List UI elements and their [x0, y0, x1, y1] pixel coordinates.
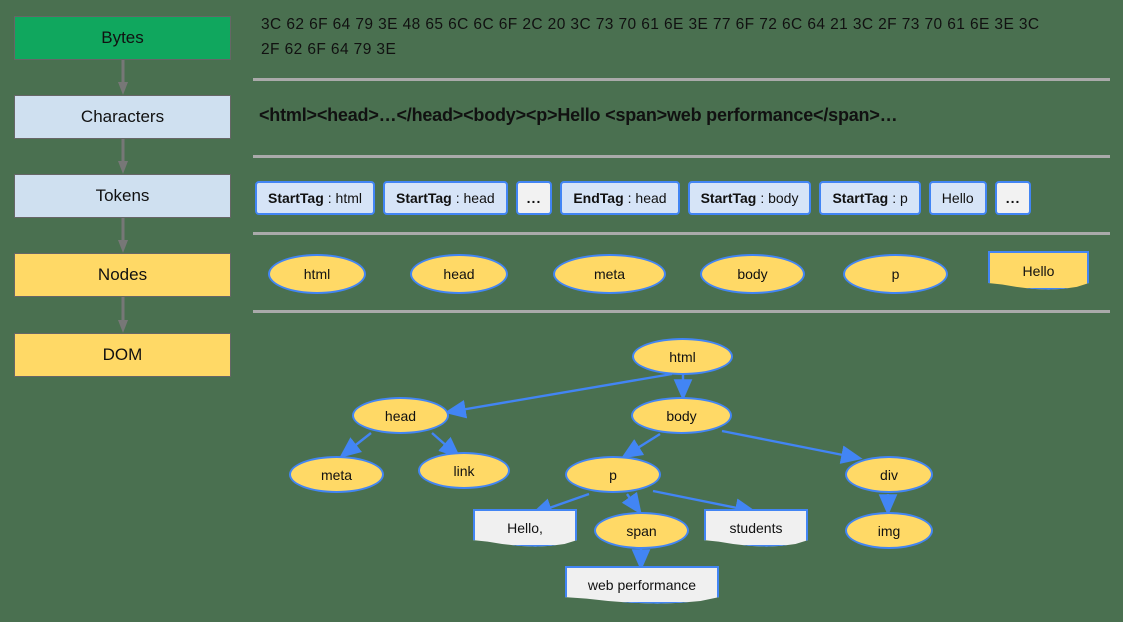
separator-after-characters [253, 155, 1110, 158]
token-kind: EndTag [573, 190, 624, 206]
pipeline-step-label: Nodes [97, 265, 148, 284]
token-kind: StartTag [700, 190, 757, 206]
dom-node-img: img [845, 512, 933, 549]
token-name: : head [455, 190, 495, 206]
edge-html-head [444, 372, 673, 419]
dom-node-body: body [631, 397, 732, 434]
separator-after-bytes [253, 78, 1110, 81]
token-name: : p [892, 190, 908, 206]
node-meta: meta [553, 254, 666, 294]
token-name: : head [627, 190, 667, 206]
token-endtag-head: EndTag: head [560, 181, 680, 215]
dom-node-text-hello: Hello, [473, 509, 577, 547]
token-text-hello: Hello [928, 181, 987, 215]
token-ellipsis-2: ... [994, 181, 1032, 215]
pipeline-step-label: Characters [80, 107, 165, 126]
dom-node-head: head [352, 397, 449, 434]
node-html: html [268, 254, 366, 294]
dom-node-span: span [594, 512, 689, 549]
separator-after-tokens [253, 232, 1110, 235]
node-p: p [843, 254, 948, 294]
dom-node-text-web-performance: web performance [565, 566, 719, 604]
tokens-row: StartTag: html StartTag: head ... EndTag… [255, 181, 1032, 215]
pipeline-step-nodes: Nodes [14, 253, 231, 297]
token-kind: StartTag [268, 190, 324, 206]
token-name: : body [760, 190, 799, 206]
pipeline-step-label: Tokens [95, 186, 150, 205]
token-kind: StartTag [395, 190, 452, 206]
bytes-hex-text: 3C 62 6F 64 79 3E 48 65 6C 6C 6F 2C 20 3… [261, 16, 1040, 58]
pipeline-arrow-tokens-to-nodes [118, 218, 128, 253]
pipeline-arrow-bytes-to-characters [118, 60, 128, 95]
pipeline-step-label: Bytes [101, 28, 144, 47]
edge-p-students [652, 489, 757, 517]
token-kind: StartTag [832, 190, 889, 206]
token-starttag-head: StartTag: head [382, 181, 508, 215]
node-head: head [410, 254, 508, 294]
dom-node-html: html [632, 338, 733, 375]
pipeline-step-bytes: Bytes [14, 16, 231, 60]
edge-head-meta [339, 432, 372, 458]
pipeline-step-dom: DOM [14, 333, 231, 377]
node-body: body [700, 254, 805, 294]
separator-after-nodes [253, 310, 1110, 313]
dom-node-div: div [845, 456, 933, 493]
dom-node-text-students: students [704, 509, 808, 547]
token-starttag-body: StartTag: body [687, 181, 812, 215]
pipeline-arrow-nodes-to-dom [118, 297, 128, 333]
edge-body-p [620, 432, 661, 459]
pipeline-arrow-characters-to-tokens [118, 139, 128, 174]
edge-p-span [621, 491, 642, 515]
token-name: : html [327, 190, 362, 206]
node-text-hello: Hello [988, 251, 1089, 290]
edge-head-link [431, 432, 461, 459]
dom-node-link: link [418, 452, 510, 489]
token-starttag-p: StartTag: p [819, 181, 921, 215]
edge-body-div [721, 429, 863, 464]
dom-node-p: p [565, 456, 661, 493]
pipeline-step-tokens: Tokens [14, 174, 231, 218]
dom-node-meta: meta [289, 456, 384, 493]
characters-markup-text: <html><head>…</head><body><p>Hello <span… [259, 105, 898, 125]
token-ellipsis-1: ... [515, 181, 553, 215]
token-starttag-html: StartTag: html [255, 181, 375, 215]
pipeline-step-characters: Characters [14, 95, 231, 139]
pipeline-step-label: DOM [102, 345, 143, 364]
